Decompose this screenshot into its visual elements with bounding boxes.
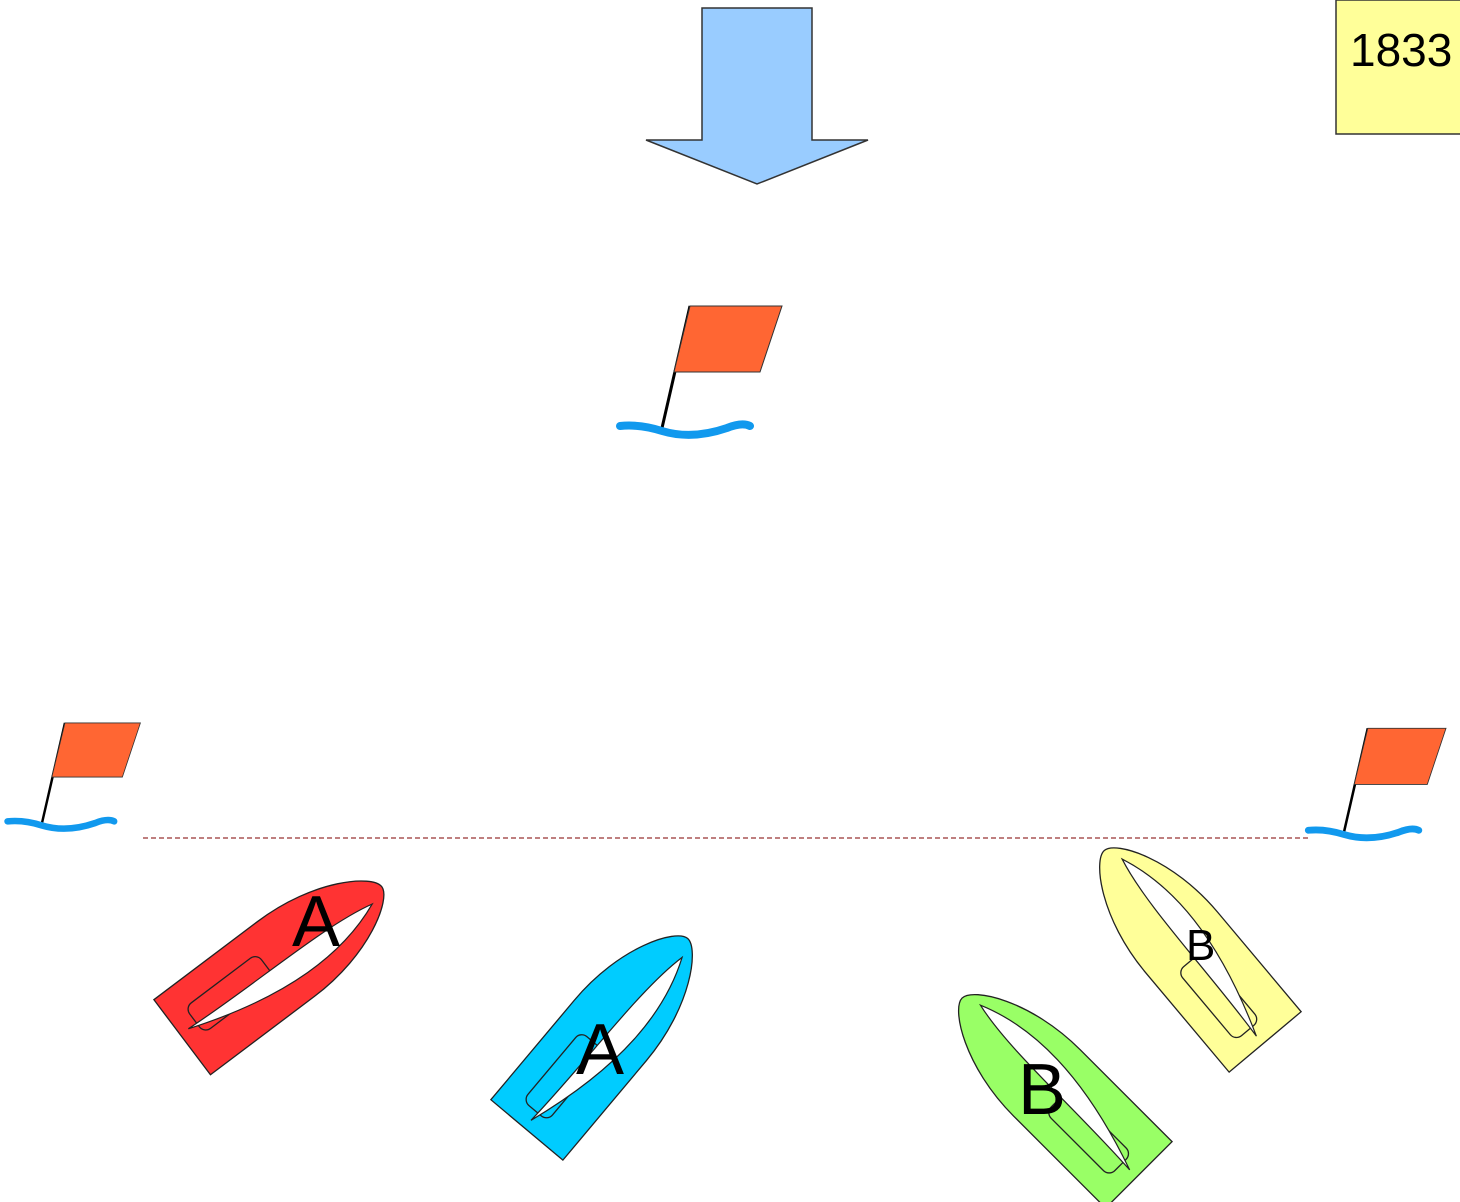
pin-end-mark [8,723,141,829]
boat-b-green-label: B [1018,1050,1066,1130]
boat-a-blue-label: A [576,1010,624,1090]
boat-a-red-label: A [292,882,340,962]
boat-a-red-hull [154,849,410,1075]
windward-mark [620,306,782,435]
committee-mark [1308,728,1446,838]
wind-arrow-icon [646,8,868,184]
race-number-text: 1833 [1350,24,1452,76]
boat-b-yellow-hull [1068,820,1301,1072]
committee-flag-icon [1308,728,1446,838]
windward-flag-icon [620,306,782,435]
boat-b-yellow-label: B [1186,921,1215,970]
boat-a-red [154,849,410,1075]
pin-flag-icon [8,723,141,829]
race-number-badge: 1833 [1336,0,1460,134]
boat-b-yellow [1068,820,1301,1072]
